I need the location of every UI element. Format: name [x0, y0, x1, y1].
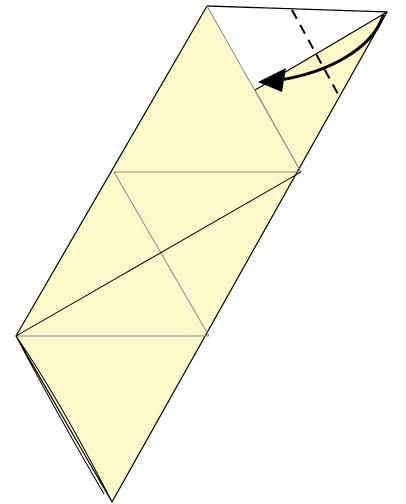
- paper-body: [16, 6, 387, 502]
